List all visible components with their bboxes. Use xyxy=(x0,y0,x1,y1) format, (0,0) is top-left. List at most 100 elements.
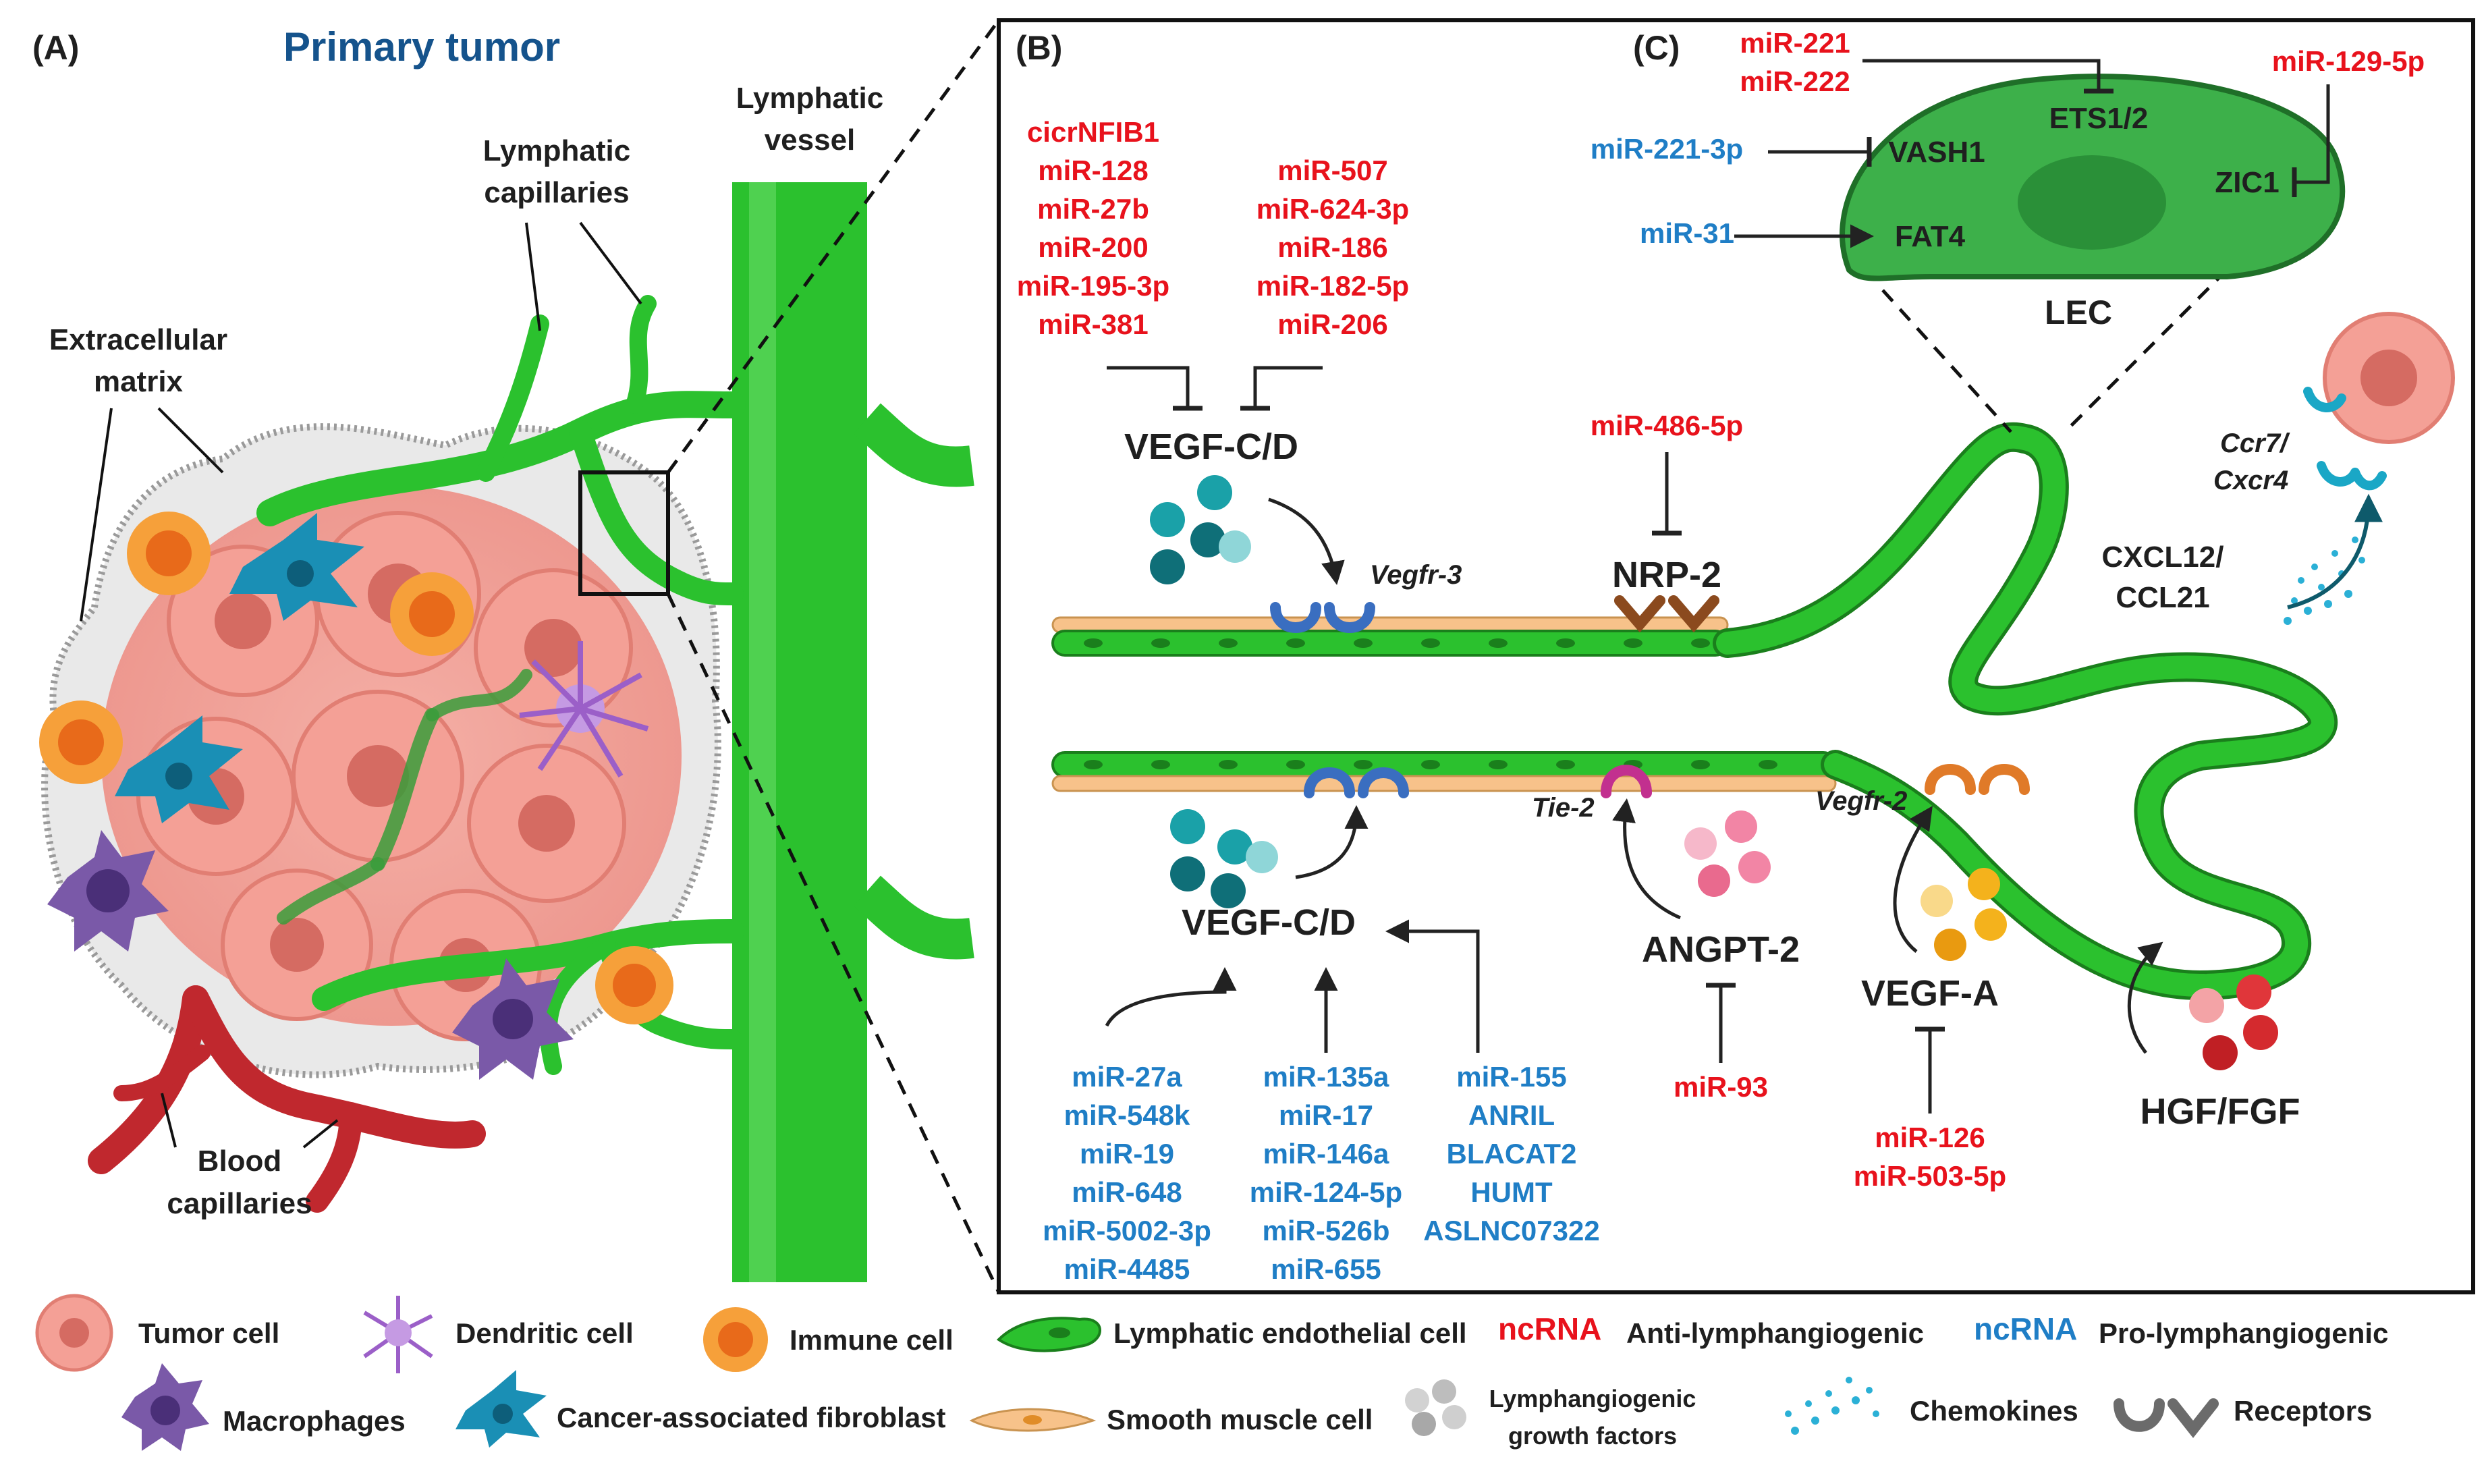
panel-c: (C) miR-221 miR-222 ETS1/2 miR-129-5p ZI… xyxy=(1591,27,2425,433)
anti-left-1: miR-128 xyxy=(1038,155,1148,186)
vegfa-inhib-1: miR-503-5p xyxy=(1854,1160,2006,1192)
label-ecm-2: matrix xyxy=(94,365,184,398)
zic1-label: ZIC1 xyxy=(2215,166,2279,199)
legend-smooth-muscle-label: Smooth muscle cell xyxy=(1107,1404,1373,1435)
pro-col1-3: miR-648 xyxy=(1072,1176,1182,1208)
panel-c-label: (C) xyxy=(1633,29,1680,67)
dendritic-cell xyxy=(519,641,649,778)
legend-growth-factors: Lymphangiogenic growth factors xyxy=(1405,1379,1696,1450)
pro-col3-1: ANRIL xyxy=(1468,1099,1555,1131)
label-lymphatic-vessel-2: vessel xyxy=(765,123,856,157)
pro-mirna-col3: miR-155 ANRIL BLACAT2 HUMT ASLNC07322 xyxy=(1423,1061,1599,1246)
anti-mirna-left: cicrNFIB1 miR-128 miR-27b miR-200 miR-19… xyxy=(1017,116,1169,340)
label-lymphatic-capillaries-2: capillaries xyxy=(484,176,629,209)
pro-col3-0: miR-155 xyxy=(1456,1061,1566,1093)
blood-capillaries xyxy=(88,985,486,1213)
pro-col3-3: HUMT xyxy=(1470,1176,1553,1208)
anti-left-5: miR-381 xyxy=(1038,308,1148,340)
label-lymphatic-capillaries-1: Lymphatic xyxy=(483,134,630,167)
anti-right-4: miR-206 xyxy=(1277,308,1387,340)
legend-anti-label: Anti-lymphangiogenic xyxy=(1626,1317,1924,1349)
anti-left-0: cicrNFIB1 xyxy=(1027,116,1159,148)
mir-221-3p: miR-221-3p xyxy=(1591,133,1743,165)
ccr7-label-1: Ccr7/ xyxy=(2220,429,2290,458)
anti-left-3: miR-200 xyxy=(1038,231,1148,263)
legend-macrophages: Macrophages xyxy=(121,1363,406,1451)
legend-smooth-muscle: Smooth muscle cell xyxy=(969,1404,1373,1435)
cancer-associated-fibroblasts xyxy=(115,513,364,823)
nrp2-receptors xyxy=(1614,595,1719,633)
mir-93: miR-93 xyxy=(1674,1071,1768,1103)
legend-dendritic-cell: Dendritic cell xyxy=(363,1296,634,1373)
pro-mirna-col1: miR-27a miR-548k miR-19 miR-648 miR-5002… xyxy=(1043,1061,1211,1285)
hgf-fgf-label: HGF/FGF xyxy=(2140,1091,2300,1132)
zoom-line-top xyxy=(666,19,1001,474)
immune-cells xyxy=(39,512,673,1024)
vegfr3-receptors xyxy=(1270,602,1375,633)
legend-chemokines: Chemokines xyxy=(1785,1377,2078,1435)
pro-col1-5: miR-4485 xyxy=(1064,1253,1190,1285)
legend-immune-cell: Immune cell xyxy=(703,1307,954,1372)
legend-anti-tag: ncRNA xyxy=(1498,1311,1601,1346)
cxcl12-label-2: CCL21 xyxy=(2116,581,2209,614)
vegfa-factors xyxy=(1921,868,2007,961)
label-blood-capillaries-2: capillaries xyxy=(167,1187,312,1220)
legend-growth-factors-2: growth factors xyxy=(1508,1422,1677,1450)
pro-col1-2: miR-19 xyxy=(1080,1138,1174,1170)
vegfr2-receptors xyxy=(1925,764,2030,795)
ccr7-receptors xyxy=(2303,387,2387,491)
vegfr3-receptors-lower xyxy=(1304,767,1409,798)
anti-right-2: miR-186 xyxy=(1277,231,1387,263)
legend-receptors-label: Receptors xyxy=(2234,1395,2372,1427)
mir-222: miR-222 xyxy=(1740,65,1850,97)
pro-col2-3: miR-124-5p xyxy=(1250,1176,1402,1208)
legend-chemokines-label: Chemokines xyxy=(1910,1395,2078,1427)
ccr7-label-2: Cxcr4 xyxy=(2213,466,2288,495)
label-lymphatic-vessel-1: Lymphatic xyxy=(736,82,883,115)
anti-right-1: miR-624-3p xyxy=(1256,193,1409,225)
mir-221: miR-221 xyxy=(1740,27,1850,59)
legend-immune-cell-label: Immune cell xyxy=(790,1324,954,1356)
legend-tumor-cell-label: Tumor cell xyxy=(138,1317,279,1349)
pro-col1-1: miR-548k xyxy=(1064,1099,1190,1131)
panel-a-title: Primary tumor xyxy=(283,24,560,70)
panel-b: (B) cicrNFIB1 miR-128 miR-27b miR-200 mi… xyxy=(1016,29,2455,1285)
vash1-label: VASH1 xyxy=(1888,136,1985,169)
anti-mirna-right: miR-507 miR-624-3p miR-186 miR-182-5p mi… xyxy=(1256,155,1409,340)
cxcl12-label-1: CXCL12/ xyxy=(2102,541,2224,574)
legend: Tumor cell Dendritic cell Immune cell Ly… xyxy=(35,1294,2388,1451)
vegfr2-label: Vegfr-2 xyxy=(1815,786,1907,816)
hgf-fgf-factors xyxy=(2189,974,2278,1070)
tie2-label: Tie-2 xyxy=(1532,793,1595,823)
pro-col3-2: BLACAT2 xyxy=(1447,1138,1577,1170)
tie2-receptor xyxy=(1601,765,1652,798)
panel-a: (A) Primary tumor xyxy=(32,24,974,1282)
panel-b-label: (B) xyxy=(1016,29,1062,67)
mir-486-5p: miR-486-5p xyxy=(1591,410,1743,441)
vegfcd-bottom: VEGF-C/D xyxy=(1182,902,1356,943)
legend-tumor-cell: Tumor cell xyxy=(35,1294,279,1372)
pro-col1-0: miR-27a xyxy=(1072,1061,1182,1093)
vegfr3-label: Vegfr-3 xyxy=(1370,560,1462,590)
lymphatic-vessel xyxy=(732,182,974,1282)
vessel-wall-lower xyxy=(1051,751,1837,792)
pro-col2-4: miR-526b xyxy=(1262,1215,1389,1246)
zoom-box xyxy=(578,470,670,596)
anti-right-3: miR-182-5p xyxy=(1256,270,1409,302)
vessel-wall-upper xyxy=(1051,616,1729,657)
angpt2-factors xyxy=(1684,810,1771,897)
vegfa-label: VEGF-A xyxy=(1861,973,1999,1014)
vegfa-inhib-0: miR-126 xyxy=(1875,1122,1985,1153)
legend-pro-tag: ncRNA xyxy=(1974,1311,2077,1346)
fat4-label: FAT4 xyxy=(1895,220,1966,253)
pro-col2-1: miR-17 xyxy=(1279,1099,1373,1131)
nrp2-label: NRP-2 xyxy=(1612,555,1721,595)
vegfcd-top: VEGF-C/D xyxy=(1124,427,1298,467)
ets-label: ETS1/2 xyxy=(2049,102,2149,135)
legend-growth-factors-1: Lymphangiogenic xyxy=(1489,1385,1696,1412)
chemokine-dots xyxy=(2284,537,2365,625)
lec-label: LEC xyxy=(2045,294,2112,331)
pro-col2-0: miR-135a xyxy=(1263,1061,1389,1093)
pro-col2-5: miR-655 xyxy=(1271,1253,1381,1285)
pro-col1-4: miR-5002-3p xyxy=(1043,1215,1211,1246)
